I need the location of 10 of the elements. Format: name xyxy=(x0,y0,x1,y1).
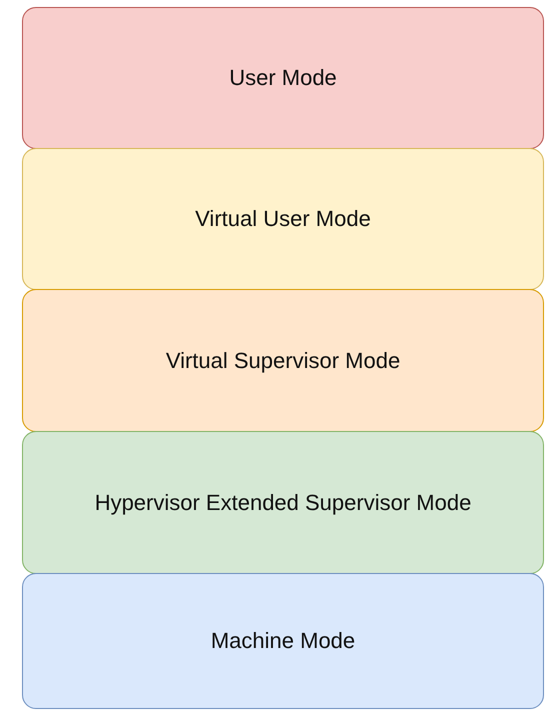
mode-label: User Mode xyxy=(229,65,337,91)
mode-label: Hypervisor Extended Supervisor Mode xyxy=(94,490,472,516)
mode-label: Machine Mode xyxy=(210,628,356,654)
mode-label: Virtual Supervisor Mode xyxy=(166,348,400,374)
mode-label: Virtual User Mode xyxy=(195,206,371,232)
mode-box xyxy=(22,7,544,149)
mode-box xyxy=(22,573,544,709)
mode-box xyxy=(22,148,544,290)
mode-box xyxy=(22,289,544,432)
mode-box xyxy=(22,431,544,574)
